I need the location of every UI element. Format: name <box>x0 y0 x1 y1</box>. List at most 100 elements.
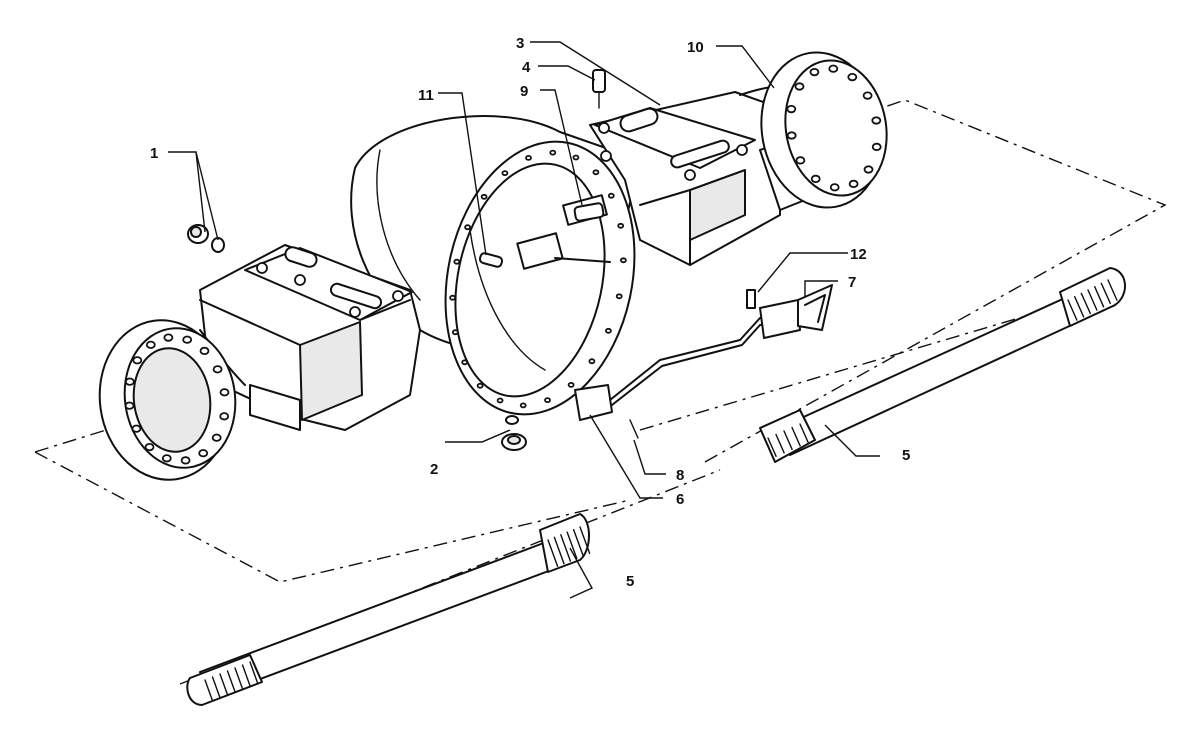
bolt-hole <box>132 356 143 365</box>
spline-tooth <box>249 661 259 684</box>
bolt-hole <box>124 401 135 410</box>
bolt-hole <box>182 335 193 344</box>
left-axle-housing <box>199 244 421 431</box>
callout-11: 11 <box>418 87 434 104</box>
callout-6: 6 <box>676 491 684 508</box>
spline-tooth <box>219 673 229 696</box>
spline-tooth <box>204 679 214 702</box>
bolt-hole <box>794 82 805 91</box>
bolt-hole <box>476 382 484 389</box>
spline-tooth <box>791 426 801 447</box>
brake-line-assembly <box>574 284 833 439</box>
bolt-hole <box>871 116 882 125</box>
spline-tooth <box>1093 286 1105 308</box>
bolt-hole <box>161 454 172 463</box>
part-1-plug-and-washer <box>187 224 225 253</box>
spline-tooth <box>1100 282 1112 305</box>
bolt-hole <box>199 346 210 355</box>
spline-tooth <box>775 433 785 454</box>
bolt-hole <box>605 327 612 334</box>
spline-tooth <box>226 670 236 693</box>
bolt-hole <box>795 156 806 165</box>
callout-8: 8 <box>676 467 684 484</box>
spline-tooth <box>767 437 777 457</box>
callout-3: 3 <box>516 35 524 52</box>
bolt-hole <box>219 388 230 397</box>
bolt-hole <box>144 442 155 452</box>
bolt-hole <box>145 340 156 349</box>
bolt-hole <box>480 193 488 200</box>
spline-tooth <box>799 423 809 443</box>
bolt-hole <box>871 142 882 151</box>
spline-tooth <box>234 667 244 690</box>
bolt-hole <box>211 433 222 442</box>
bolt-hole <box>615 293 623 300</box>
spline-tooth <box>579 526 591 554</box>
bolt-hole <box>212 365 223 374</box>
part-4-breather <box>592 69 606 109</box>
bolt-hole <box>592 169 600 176</box>
bolt-hole <box>617 222 625 229</box>
bolt-hole <box>219 412 230 421</box>
bolt-hole <box>180 456 191 465</box>
bolt-hole <box>848 179 859 188</box>
bolt-hole <box>131 424 142 433</box>
callout-7: 7 <box>848 274 856 291</box>
spline-tooth <box>1067 299 1078 321</box>
bolt-hole <box>198 449 209 458</box>
right-wheel-flange <box>760 51 888 209</box>
spline-tooth <box>783 430 793 450</box>
bolt-hole <box>549 149 557 156</box>
bolt-hole <box>620 257 627 264</box>
callout-2: 2 <box>430 461 438 478</box>
bolt-hole <box>829 183 840 192</box>
spline-tooth <box>553 536 565 565</box>
bolt-hole <box>863 165 874 174</box>
bolt-hole <box>567 381 575 388</box>
bolt-hole <box>786 105 797 114</box>
bolt-hole <box>464 224 472 231</box>
bolt-hole <box>449 294 457 301</box>
callout-9: 9 <box>520 83 528 100</box>
right-axle-shaft <box>759 267 1126 463</box>
callout-labels: 1 2 3 4 5 5 6 7 8 9 10 11 12 <box>150 35 910 590</box>
callout-12: 12 <box>850 246 867 263</box>
bolt-hole <box>607 192 615 199</box>
part-2-drain-plug <box>501 415 527 451</box>
bolt-hole <box>496 397 504 404</box>
spline-tooth <box>1080 292 1092 315</box>
bolt-hole <box>519 402 527 409</box>
bolt-hole <box>525 154 532 161</box>
left-axle-shaft <box>186 513 591 706</box>
bolt-hole <box>809 68 820 77</box>
spline-tooth <box>1073 296 1085 318</box>
callout-1: 1 <box>150 145 158 162</box>
part-11-fitting <box>478 252 504 268</box>
spline-tooth <box>547 539 559 567</box>
spline-tooth <box>566 531 578 560</box>
bolt-hole <box>501 170 509 177</box>
leader-lines <box>168 41 880 599</box>
callout-5-lower: 5 <box>626 573 634 590</box>
spline-tooth <box>560 534 572 562</box>
bolt-hole <box>572 154 580 161</box>
bolt-hole <box>828 64 839 73</box>
bolt-hole <box>461 359 469 366</box>
center-carrier-ring <box>444 140 636 416</box>
bolt-hole <box>588 358 596 365</box>
callout-5-right: 5 <box>902 447 910 464</box>
bolt-hole <box>453 258 461 265</box>
spline-tooth <box>241 664 251 687</box>
bolt-hole <box>847 73 858 82</box>
bolt-hole <box>786 131 797 140</box>
spline-tooth <box>211 676 221 699</box>
bolt-hole <box>163 333 174 342</box>
callout-4: 4 <box>522 59 531 76</box>
spline-tooth <box>572 528 584 557</box>
spline-tooth <box>1107 279 1118 301</box>
bolt-hole <box>451 329 459 336</box>
bolt-hole <box>124 377 135 386</box>
left-wheel-flange <box>98 319 237 481</box>
